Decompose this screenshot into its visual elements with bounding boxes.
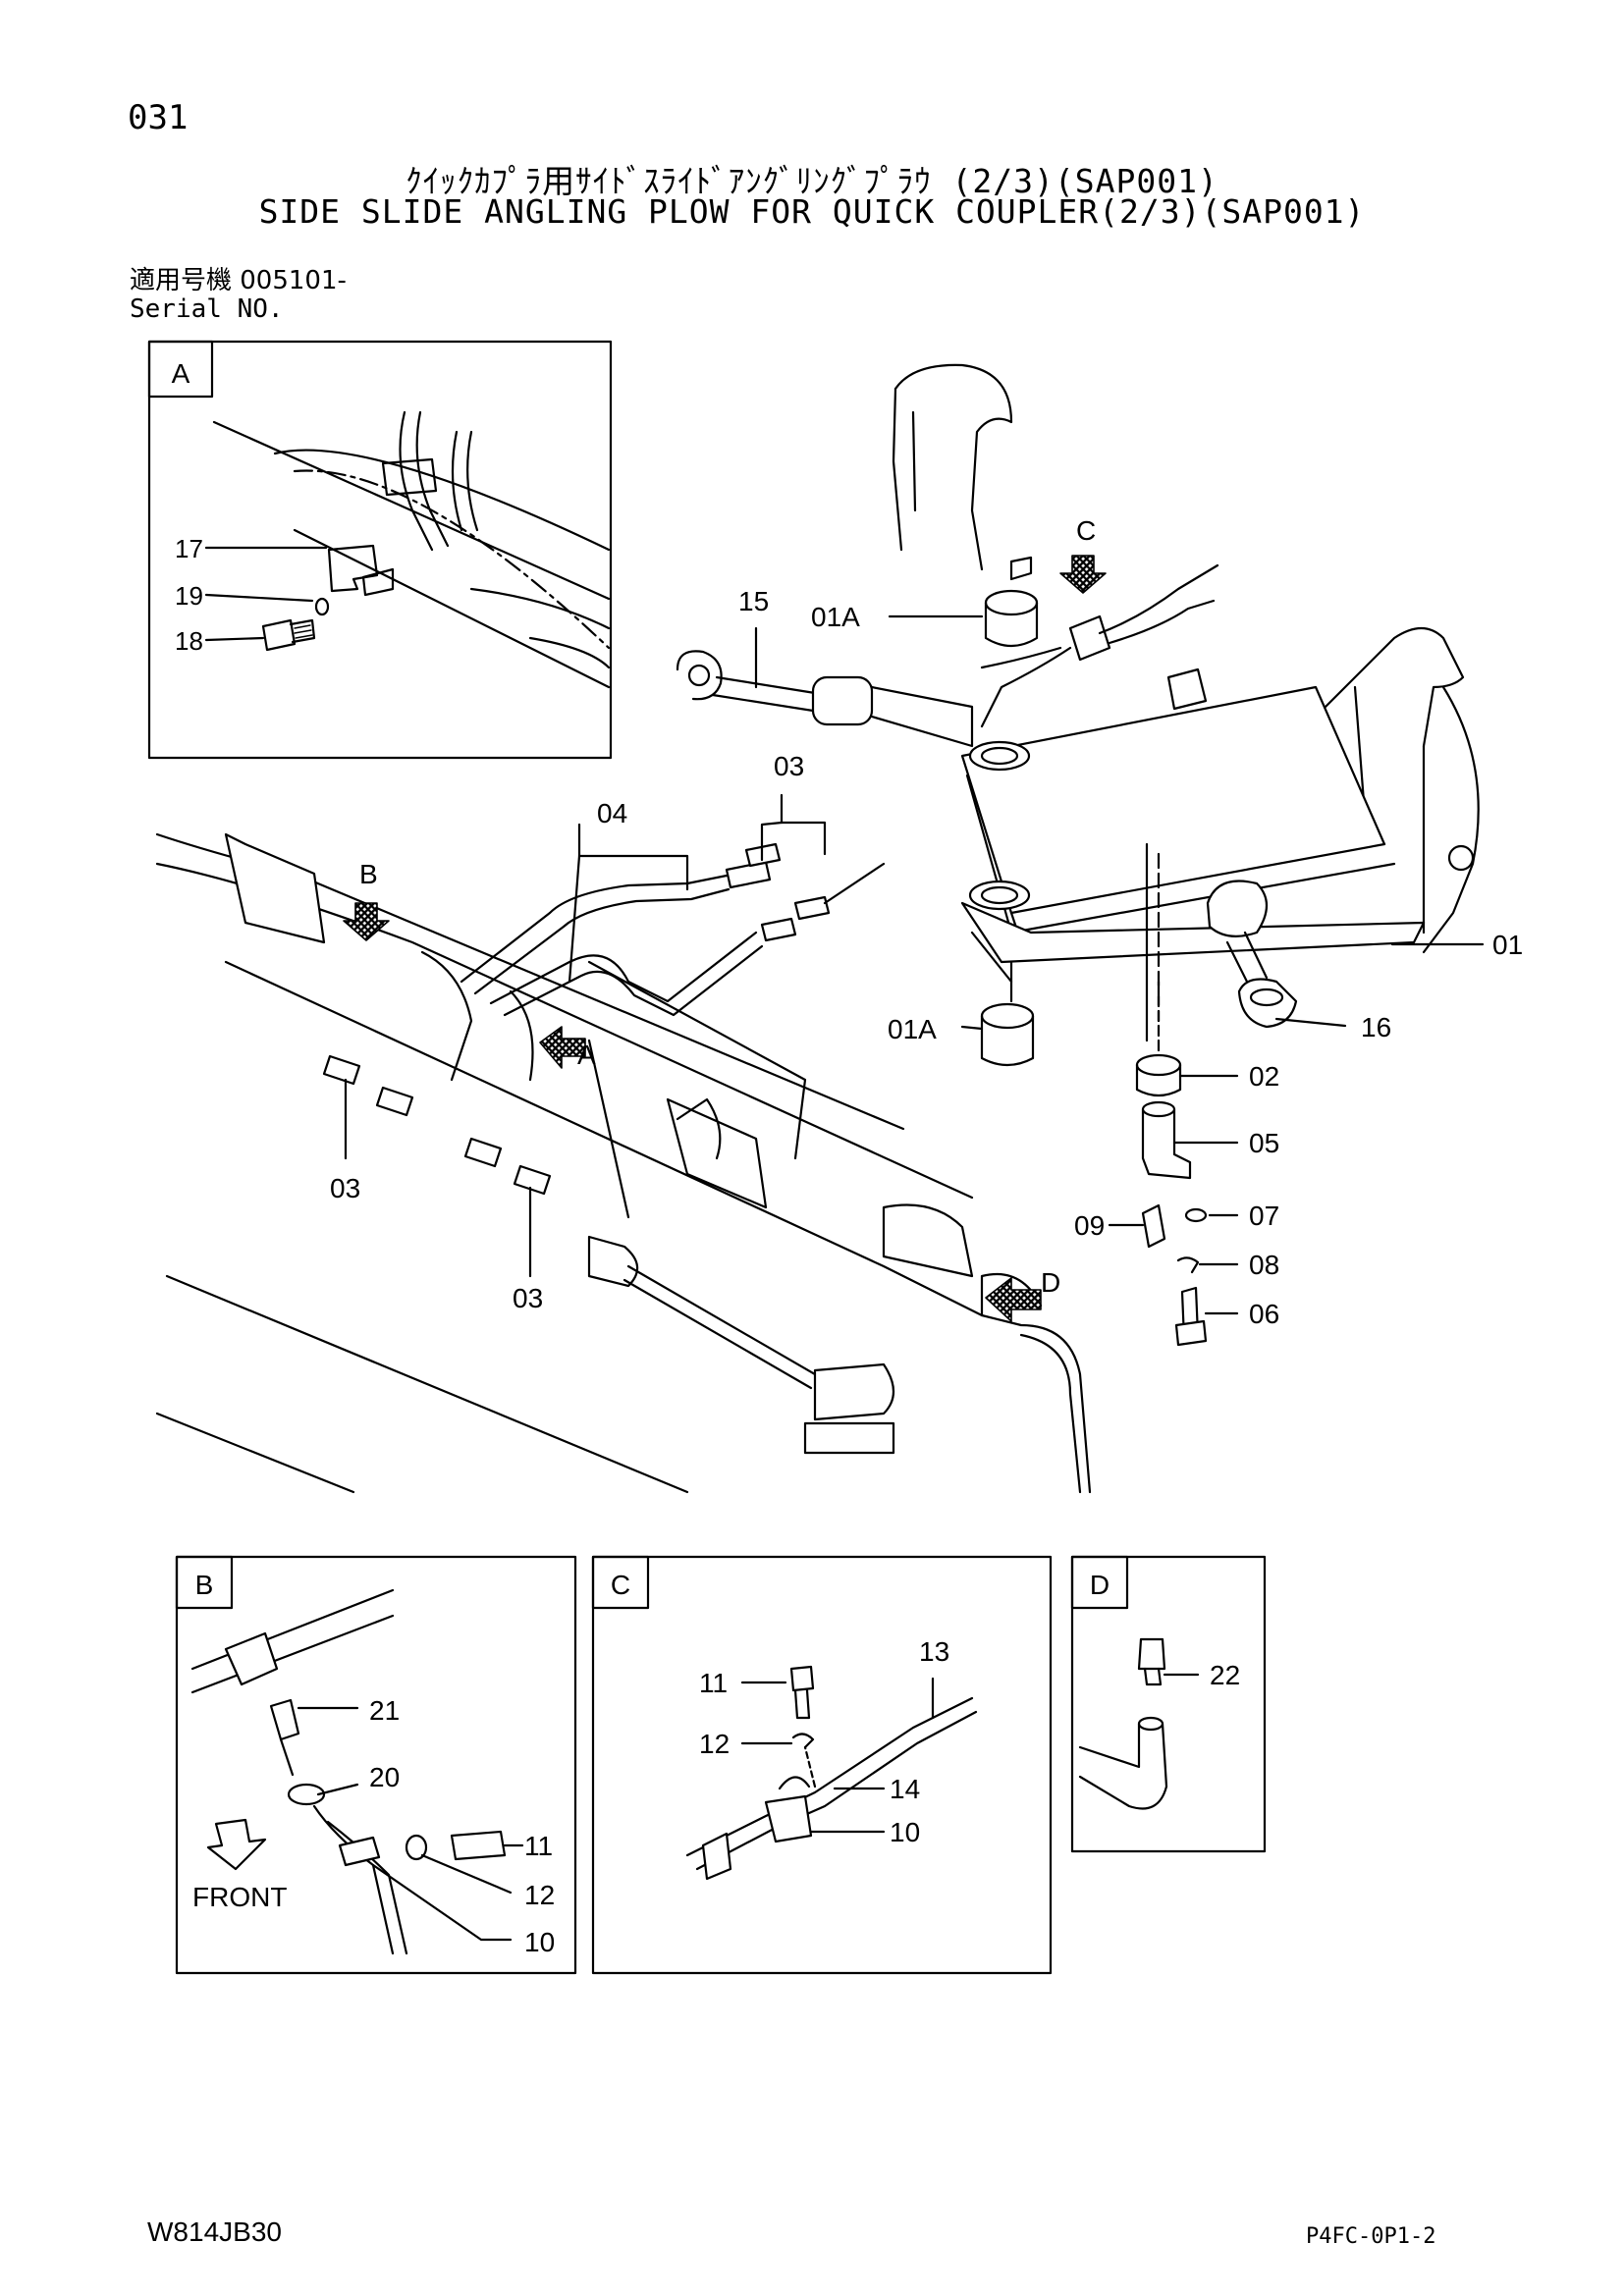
label-05: 05 — [1249, 1128, 1279, 1158]
arrow-c-icon — [1059, 555, 1107, 594]
view-c-label-10: 10 — [890, 1817, 920, 1847]
label-04: 04 — [597, 798, 627, 828]
view-b-label-20: 20 — [369, 1762, 400, 1792]
label-08: 08 — [1249, 1250, 1279, 1280]
label-15: 15 — [738, 586, 769, 616]
exploded-parts — [1009, 960, 1239, 1347]
label-03-left: 03 — [330, 1173, 360, 1203]
label-01a-bottom: 01A — [888, 1014, 937, 1044]
arrow-b-label: B — [359, 859, 378, 889]
view-b-label-12: 12 — [524, 1880, 555, 1910]
label-07: 07 — [1249, 1201, 1279, 1231]
view-c-label-14: 14 — [890, 1774, 920, 1804]
view-c-letter: C — [611, 1570, 630, 1600]
detail-view-d: D 22 — [1070, 1555, 1267, 1853]
view-a-label-18: 18 — [175, 626, 203, 656]
footer-right-code: P4FC-0P1-2 — [1306, 2224, 1436, 2249]
view-a-label-17: 17 — [175, 534, 203, 563]
arrow-b-icon — [343, 902, 390, 941]
label-03-top: 03 — [774, 751, 804, 781]
label-01a-top: 01A — [811, 602, 860, 632]
label-02: 02 — [1249, 1061, 1279, 1092]
view-b-label-11: 11 — [524, 1831, 553, 1861]
view-d-label-22: 22 — [1210, 1660, 1240, 1690]
page-number: 031 — [128, 98, 189, 137]
arrow-d-label: D — [1041, 1267, 1060, 1298]
arrow-a-icon — [539, 1026, 586, 1069]
arrow-c-label: C — [1076, 515, 1096, 546]
label-06: 06 — [1249, 1299, 1279, 1329]
view-a-label-19: 19 — [175, 581, 203, 611]
view-b-label-10: 10 — [524, 1927, 555, 1957]
detail-view-a: A 17 19 18 — [147, 340, 613, 760]
serial-label-english: Serial NO. — [130, 294, 284, 324]
detail-view-b: B 21 20 11 12 10 FRONT — [175, 1555, 577, 1975]
arrow-d-icon — [985, 1277, 1042, 1322]
view-c-label-12: 12 — [699, 1729, 730, 1759]
view-b-letter: B — [195, 1570, 214, 1600]
view-a-letter: A — [172, 358, 190, 389]
view-c-label-13: 13 — [919, 1636, 949, 1667]
label-09: 09 — [1074, 1210, 1105, 1241]
main-assembly — [676, 363, 1485, 1067]
title-english: SIDE SLIDE ANGLING PLOW FOR QUICK COUPLE… — [258, 192, 1366, 231]
arrow-a-label: A — [577, 1040, 596, 1070]
title-japanese: ｸｲｯｸｶﾌﾟﾗ用ｻｲﾄﾞｽﾗｲﾄﾞｱﾝｸﾞﾘﾝｸﾞﾌﾟﾗｳ (2/3)(SAP… — [406, 162, 1218, 200]
view-d-letter: D — [1090, 1570, 1110, 1600]
front-label: FRONT — [192, 1882, 287, 1912]
label-03-bottom: 03 — [513, 1283, 543, 1313]
label-16: 16 — [1361, 1012, 1391, 1042]
view-c-label-11: 11 — [699, 1668, 728, 1698]
label-01: 01 — [1492, 930, 1523, 960]
footer-left-code: W814JB30 — [147, 2216, 282, 2247]
detail-view-c: C 11 12 13 14 10 — [591, 1555, 1053, 1975]
plow-frame — [155, 832, 1092, 1494]
serial-label-japanese: 適用号機 005101- — [130, 266, 347, 295]
view-b-label-21: 21 — [369, 1695, 400, 1726]
